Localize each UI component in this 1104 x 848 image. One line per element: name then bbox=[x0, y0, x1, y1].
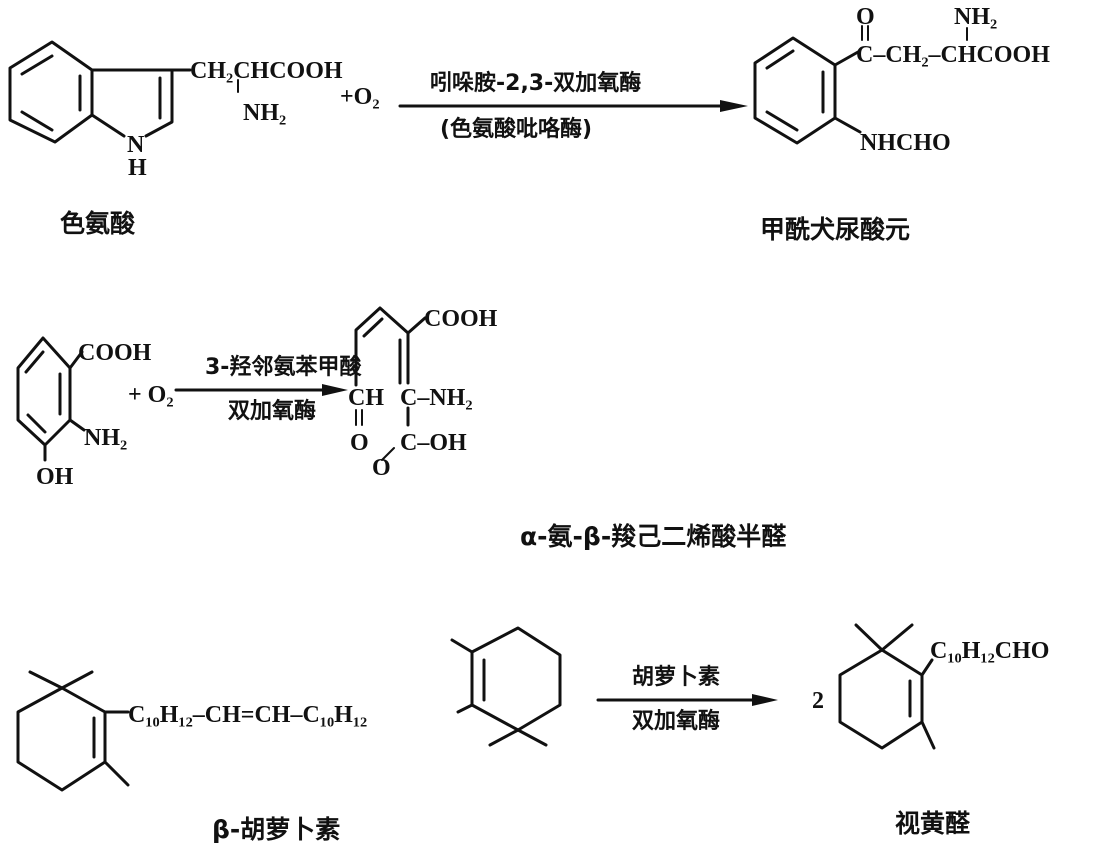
beta-carotene-structure: C₁₀H₁₂–CH=CH–C₁₀H₁₂ bbox=[16, 626, 562, 792]
aldehyde-oxygen: O bbox=[350, 430, 369, 456]
tryptophan-structure: N H CH₂CHCOOH NH₂ bbox=[8, 40, 343, 181]
carbonyl-oxygen: O bbox=[856, 4, 875, 30]
enzyme-label-top: 吲哚胺-2,3-双加氧酶 bbox=[430, 71, 641, 96]
product-c-oh: C–OH bbox=[400, 430, 467, 456]
retinal-name: 视黄醛 bbox=[895, 809, 971, 838]
reaction-arrow-3 bbox=[596, 694, 778, 706]
carboxyl-oxygen: O bbox=[372, 455, 391, 481]
enzyme-label-top-3: 胡萝卜素 bbox=[632, 664, 720, 690]
product-chain: C–CH₂–CHCOOH bbox=[856, 42, 1050, 68]
semialdehyde-structure: COOH CH O C–NH₂ C–OH O bbox=[348, 306, 498, 481]
enzyme-label-bottom-3: 双加氧酶 bbox=[632, 709, 720, 734]
retinal-chain: C₁₀H₁₂CHO bbox=[930, 638, 1049, 664]
formylkynurenine-name: 甲酰犬尿酸元 bbox=[760, 215, 910, 244]
tryptophan-amine: NH₂ bbox=[243, 100, 286, 126]
product-amine: NH₂ bbox=[954, 4, 997, 30]
enzyme-label-top-2: 3-羟邻氨苯甲酸 bbox=[205, 354, 362, 380]
hydroxyanthranilic-acid-structure: COOH NH₂ OH bbox=[16, 336, 152, 490]
product-cooh: COOH bbox=[424, 306, 498, 332]
formylkynurenine-structure: O NH₂ C–CH₂–CHCOOH NHCHO bbox=[753, 4, 1050, 156]
reaction-arrow-2 bbox=[174, 384, 348, 396]
plus-oxygen: +O₂ bbox=[340, 84, 380, 110]
product-ch: CH bbox=[348, 385, 384, 411]
reactant-nh2: NH₂ bbox=[84, 425, 127, 451]
enzyme-label-bottom-2: 双加氧酶 bbox=[228, 399, 316, 424]
stoichiometric-coefficient: 2 bbox=[812, 688, 824, 714]
reaction-arrow-1 bbox=[398, 100, 748, 112]
semialdehyde-name: α-氨-β-羧己二烯酸半醛 bbox=[520, 522, 787, 551]
reactant-oh: OH bbox=[36, 464, 74, 490]
tryptophan-sidechain: CH₂CHCOOH bbox=[190, 58, 343, 84]
beta-carotene-name: β-胡萝卜素 bbox=[212, 815, 340, 844]
retinal-structure: C₁₀H₁₂CHO bbox=[838, 623, 1049, 750]
carotene-chain: C₁₀H₁₂–CH=CH–C₁₀H₁₂ bbox=[128, 702, 367, 728]
enzyme-label-bottom: (色氨酸吡咯酶) bbox=[440, 116, 592, 142]
ring-hydrogen: H bbox=[128, 155, 147, 181]
product-c-nh2: C–NH₂ bbox=[400, 385, 473, 411]
reactant-cooh: COOH bbox=[78, 340, 152, 366]
plus-oxygen-2: + O₂ bbox=[128, 382, 174, 408]
product-nhcho: NHCHO bbox=[860, 130, 951, 156]
ring-nitrogen: N bbox=[127, 132, 145, 158]
tryptophan-name: 色氨酸 bbox=[60, 209, 136, 238]
